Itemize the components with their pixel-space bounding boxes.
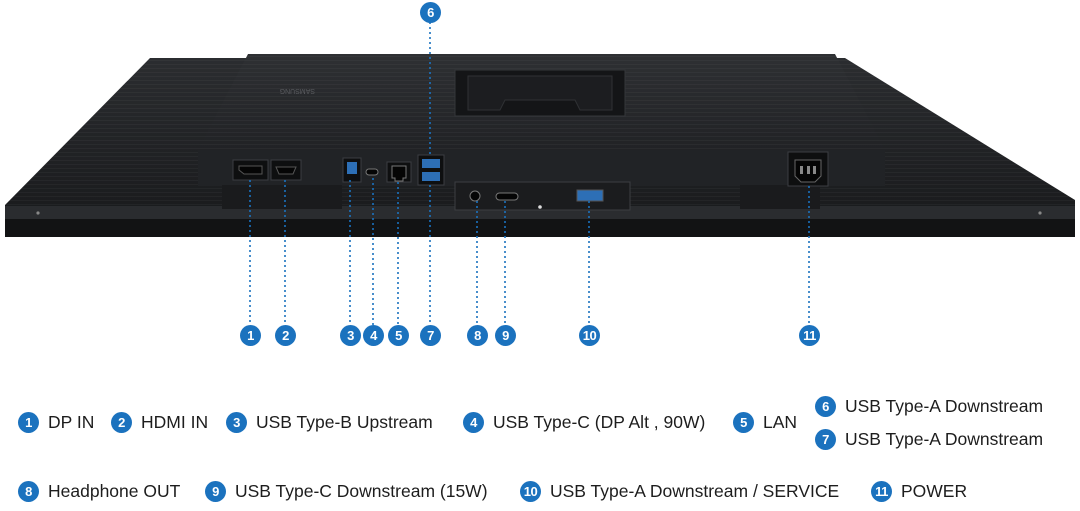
stand-base-right (740, 185, 820, 209)
callout-badge-5: 5 (388, 325, 409, 346)
port-group-side (454, 181, 631, 211)
legend-item-4: 4 USB Type-C (DP Alt , 90W) (463, 412, 705, 433)
vesa-mount (454, 69, 626, 117)
legend-item-3: 3 USB Type-B Upstream (226, 412, 433, 433)
callout-badge-6: 6 (420, 2, 441, 23)
legend-item-1: 1 DP IN (18, 412, 94, 433)
legend-item-8: 8 Headphone OUT (18, 481, 180, 502)
power-socket (787, 151, 829, 187)
legend-badge: 5 (733, 412, 754, 433)
legend-label: USB Type-C Downstream (15W) (235, 481, 488, 501)
port-group-main (232, 154, 445, 186)
legend-label: POWER (901, 481, 968, 501)
legend-item-5: 5 LAN (733, 412, 797, 433)
callout-badge-4: 4 (363, 325, 384, 346)
callout-badge-1: 1 (240, 325, 261, 346)
legend-badge: 3 (226, 412, 247, 433)
brand-mark: SAMSUNG (280, 87, 315, 94)
legend-label: Headphone OUT (48, 481, 181, 501)
legend-badge: 4 (463, 412, 484, 433)
legend-label: LAN (763, 412, 798, 432)
legend-label: USB Type-A Downstream (845, 429, 1044, 449)
callout-badge-3: 3 (340, 325, 361, 346)
legend-item-11: 11 POWER (871, 481, 967, 502)
legend-label: USB Type-B Upstream (256, 412, 433, 432)
legend-item-2: 2 HDMI IN (111, 412, 208, 433)
legend-badge: 1 (18, 412, 39, 433)
callout-badge-7: 7 (420, 325, 441, 346)
legend-label: USB Type-A Downstream (845, 396, 1044, 416)
callout-badge-10: 10 (579, 325, 600, 346)
legend-item-6: 6 USB Type-A Downstream (815, 396, 1043, 417)
rear-center-panel (198, 54, 885, 186)
callout-badge-2: 2 (275, 325, 296, 346)
legend-label: DP IN (48, 412, 95, 432)
legend-label: HDMI IN (141, 412, 209, 432)
legend-item-10: 10 USB Type-A Downstream / SERVICE (520, 481, 839, 502)
legend-badge: 11 (871, 481, 892, 502)
callout-lines (249, 22, 810, 325)
stand-base-left (222, 185, 342, 209)
legend-label: USB Type-A Downstream / SERVICE (550, 481, 840, 501)
legend-badge: 8 (18, 481, 39, 502)
callout-badge-9: 9 (495, 325, 516, 346)
legend-badge: 7 (815, 429, 836, 450)
legend-badge: 10 (520, 481, 541, 502)
legend-badge: 2 (111, 412, 132, 433)
legend-badge: 6 (815, 396, 836, 417)
callout-badge-8: 8 (467, 325, 488, 346)
legend-badge: 9 (205, 481, 226, 502)
legend-label: USB Type-C (DP Alt , 90W) (493, 412, 706, 432)
callout-badge-11: 11 (799, 325, 820, 346)
legend-item-7: 7 USB Type-A Downstream (815, 429, 1043, 450)
legend-item-9: 9 USB Type-C Downstream (15W) (205, 481, 488, 502)
